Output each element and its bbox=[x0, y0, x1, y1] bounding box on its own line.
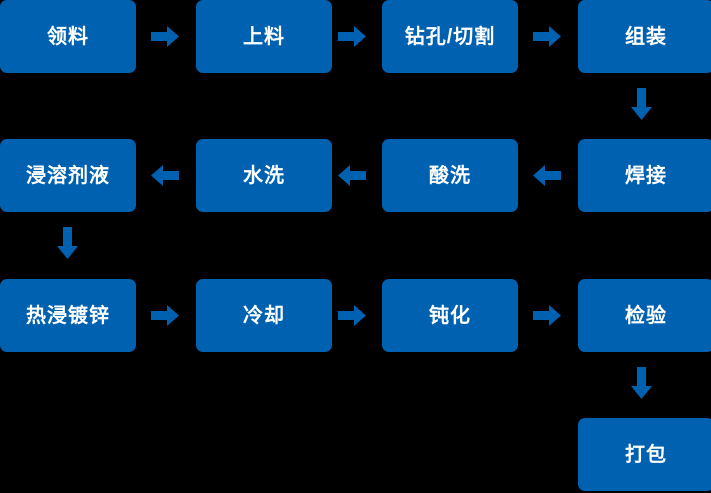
process-node-zuankong-qiege[interactable]: 钻孔/切割 bbox=[382, 0, 518, 73]
process-node-dunhua[interactable]: 钝化 bbox=[382, 279, 518, 352]
node-label: 水洗 bbox=[243, 164, 285, 187]
arrow-right-dunhua-to-jianyan bbox=[533, 305, 561, 326]
node-label: 组装 bbox=[625, 25, 667, 48]
arrow-down-jianyan-to-dabao bbox=[631, 367, 652, 399]
process-node-zuzhuang[interactable]: 组装 bbox=[578, 0, 711, 73]
process-node-shuixi[interactable]: 水洗 bbox=[196, 139, 332, 212]
node-label: 上料 bbox=[243, 25, 285, 48]
process-node-lengque[interactable]: 冷却 bbox=[196, 279, 332, 352]
arrow-right-zuankong-to-zuzhuang bbox=[533, 26, 561, 47]
node-label: 浸溶剂液 bbox=[26, 164, 110, 187]
arrow-left-shuixi-to-jinrongjiye bbox=[151, 165, 179, 186]
process-node-shangliao[interactable]: 上料 bbox=[196, 0, 332, 73]
process-node-rejinduxin[interactable]: 热浸镀锌 bbox=[0, 279, 136, 352]
node-label: 打包 bbox=[625, 443, 667, 466]
node-label: 焊接 bbox=[625, 164, 667, 187]
node-label: 热浸镀锌 bbox=[26, 304, 110, 327]
node-label: 酸洗 bbox=[429, 164, 471, 187]
process-node-lingliao[interactable]: 领料 bbox=[0, 0, 136, 73]
node-label: 冷却 bbox=[243, 304, 285, 327]
process-node-suanxi[interactable]: 酸洗 bbox=[382, 139, 518, 212]
node-label: 领料 bbox=[47, 25, 89, 48]
arrow-right-shangliao-to-zuankong bbox=[338, 26, 366, 47]
arrow-down-zuzhuang-to-hanjie bbox=[631, 88, 652, 120]
arrow-right-rejinduxin-to-lengque bbox=[151, 305, 179, 326]
node-label: 检验 bbox=[625, 304, 667, 327]
node-label: 钝化 bbox=[429, 304, 471, 327]
node-label: 钻孔/切割 bbox=[404, 25, 496, 48]
arrow-left-hanjie-to-suanxi bbox=[533, 165, 561, 186]
process-node-jinrongjiye[interactable]: 浸溶剂液 bbox=[0, 139, 136, 212]
process-node-dabao[interactable]: 打包 bbox=[578, 418, 711, 491]
arrow-right-lingliao-to-shangliao bbox=[151, 26, 179, 47]
process-node-hanjie[interactable]: 焊接 bbox=[578, 139, 711, 212]
arrow-right-lengque-to-dunhua bbox=[338, 305, 366, 326]
arrow-left-suanxi-to-shuixi bbox=[338, 165, 366, 186]
arrow-down-jinrongjiye-to-rejindux bbox=[57, 227, 78, 259]
process-node-jianyan[interactable]: 检验 bbox=[578, 279, 711, 352]
